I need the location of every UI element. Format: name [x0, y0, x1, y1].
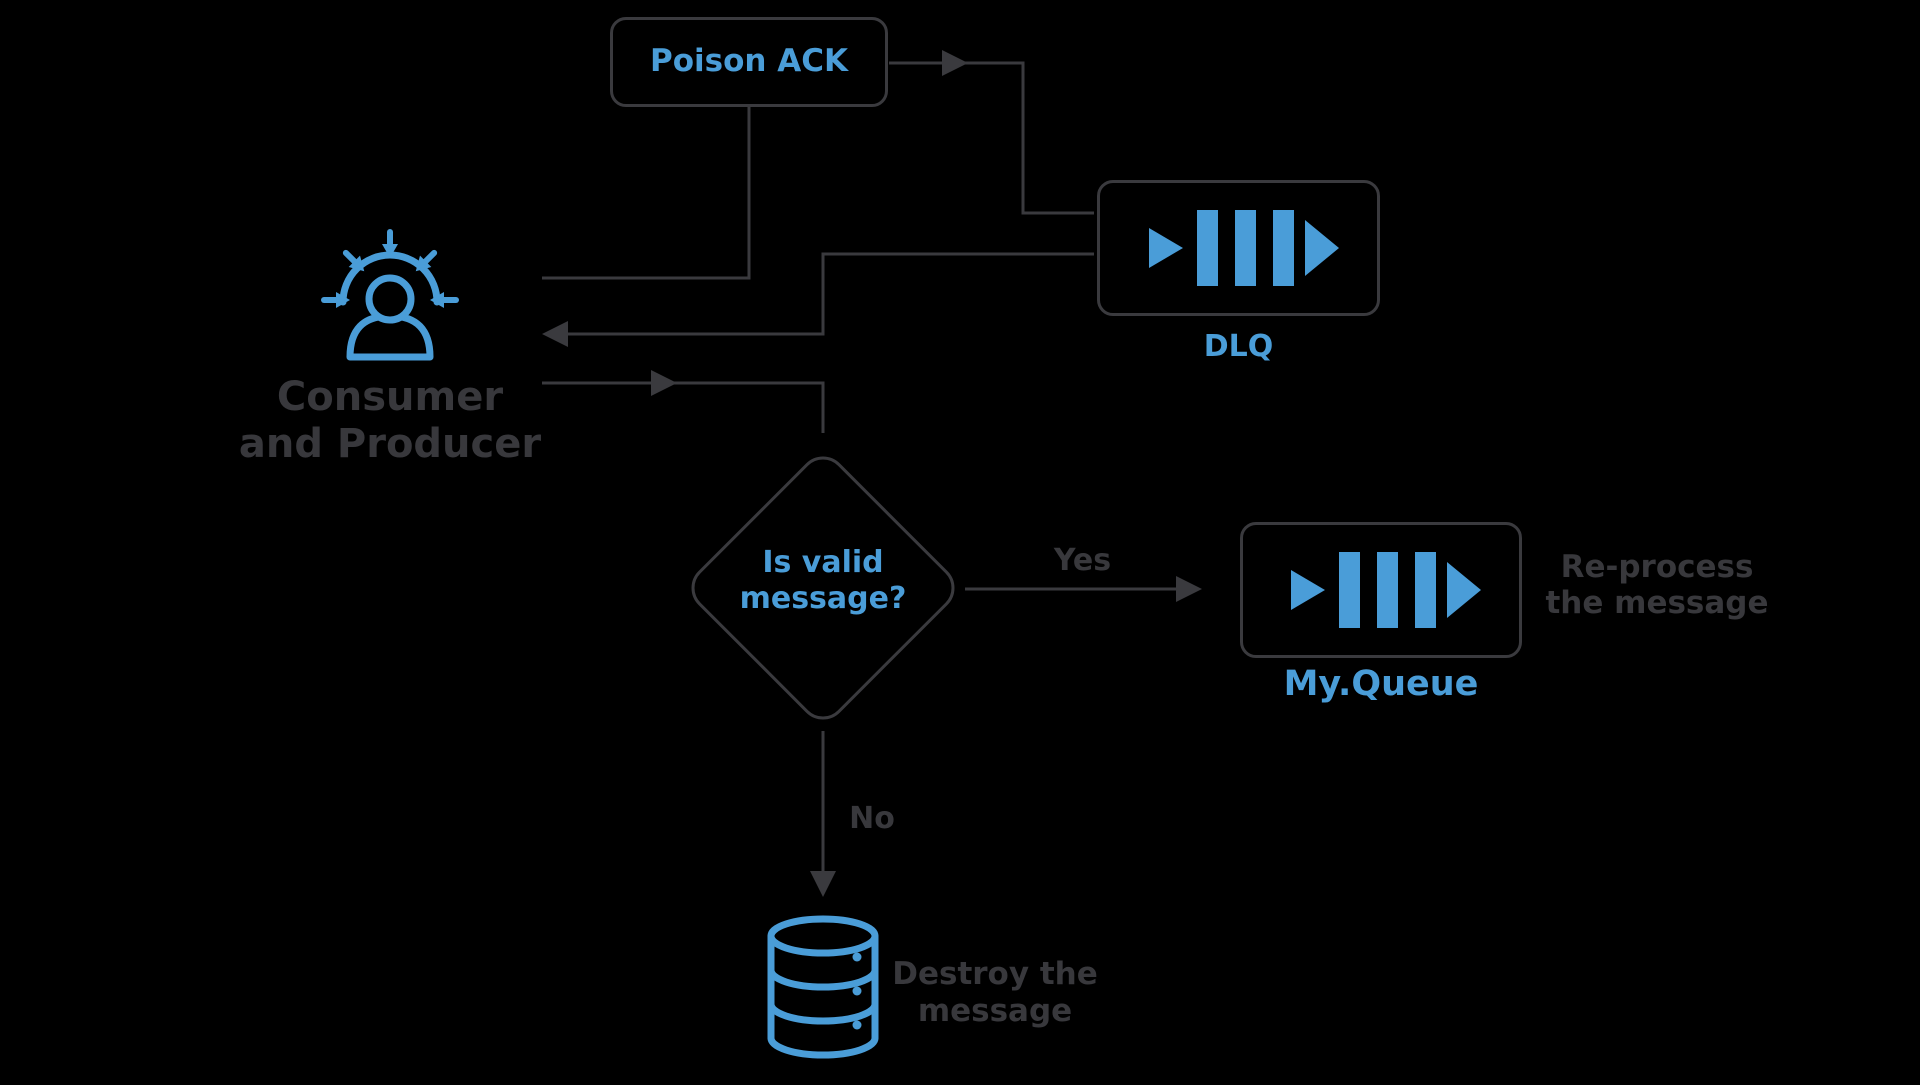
edge-poisonack-to-consumer — [542, 107, 751, 280]
decision-label: Is valid message? — [723, 545, 923, 617]
reprocess-line2: the message — [1545, 585, 1769, 621]
destroy-line2: message — [917, 993, 1073, 1029]
arrowhead-poisonack-to-dlq — [942, 50, 968, 76]
arrowhead-decision-to-database — [810, 871, 836, 897]
arrowhead-decision-to-myqueue — [1176, 576, 1202, 602]
poison-ack-node: Poison ACK — [610, 17, 888, 107]
consumer-label-line2: and Producer — [238, 421, 542, 467]
yes-edge-label: Yes — [1053, 543, 1112, 578]
database-icon — [767, 915, 879, 1059]
reprocess-line1: Re-process — [1560, 549, 1754, 585]
reprocess-annotation: Re-process the message — [1532, 549, 1782, 621]
edge-dlq-to-consumer — [566, 252, 1094, 336]
poison-ack-label: Poison ACK — [649, 43, 849, 80]
decision-label-line1: Is valid — [762, 545, 884, 580]
arrowhead-dlq-to-consumer — [542, 321, 568, 347]
queue-icon — [1148, 210, 1339, 286]
dlq-label: DLQ — [1203, 329, 1274, 364]
destroy-annotation: Destroy the message — [875, 956, 1115, 1030]
edge-poisonack-to-dlq — [889, 61, 1094, 215]
consumer-label: Consumer and Producer — [220, 374, 560, 468]
no-edge-label: No — [849, 801, 895, 836]
dlq-node — [1097, 180, 1380, 316]
edge-consumer-to-decision — [542, 381, 825, 433]
decision-label-line2: message? — [739, 581, 907, 616]
queue-icon — [1291, 552, 1481, 628]
consumer-producer-icon — [321, 229, 459, 361]
consumer-label-line1: Consumer — [276, 374, 504, 420]
destroy-line1: Destroy the — [892, 956, 1098, 992]
my-queue-node — [1240, 522, 1522, 658]
arrowhead-consumer-to-decision — [651, 370, 677, 396]
my-queue-label: My.Queue — [1283, 664, 1479, 704]
